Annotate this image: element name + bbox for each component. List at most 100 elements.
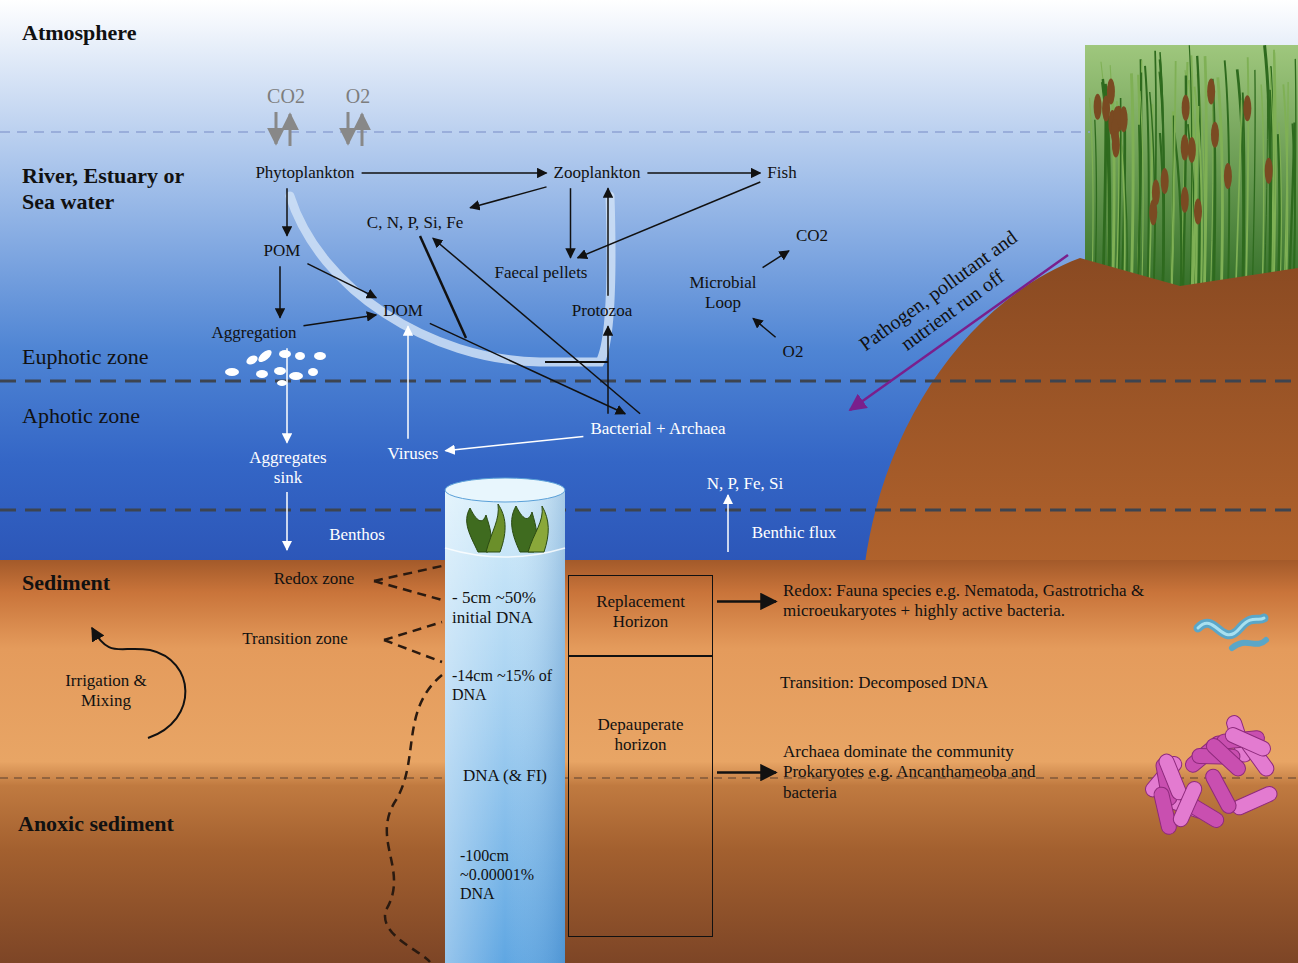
flow-arrow [578,182,761,258]
aggregate-particles [245,354,259,367]
cattail-head [1181,134,1189,160]
cattail-head [1152,180,1160,206]
horizon-box: Depauperate horizon [568,656,713,937]
worm [1198,618,1264,635]
reed-stroke [1154,51,1157,305]
flow-arrow [279,266,281,318]
zone-leader-lines [385,675,442,962]
seaweed [467,508,491,552]
cattail-head [1224,163,1232,189]
flow-arrow [304,315,377,326]
reed-stroke [1195,87,1202,305]
reed-stroke [1160,133,1164,305]
gas-exchange-arrows [347,112,350,144]
flow-arrow [753,318,776,337]
core-depth-label: -100cm ~0.00001% DNA [460,846,556,904]
cattail-head [1182,95,1190,121]
flow-arrow [470,187,546,208]
annotation-label: Benthos [329,525,385,545]
flow-arrow [430,323,625,413]
node-text: Aggregation [212,323,297,343]
node-text: Archaea dominate the community Prokaryot… [783,742,1077,803]
zone-divider [0,777,1298,778]
node-text: Phytoplankton [255,163,354,183]
zone-label: Redox zone [274,569,355,589]
zone-divider [0,380,1298,383]
bacteria-cluster [1142,714,1279,836]
zone-leader-lines [374,581,442,600]
aggregate-particles [256,348,273,364]
water-ground [0,0,1298,563]
nutrient-label: N, P, Fe, Si [704,473,787,495]
reed-stroke [1218,77,1223,305]
reed-stroke [1137,60,1142,305]
description-text: Redox: Fauna species e.g. Nematoda, Gast… [780,580,1185,623]
runoff-label: Pathogen, pollutant and nutrient run off [830,207,1060,393]
bacterium [1223,725,1273,758]
gas-label: CO2 [793,225,831,247]
aggregate-particles [308,368,318,376]
node-text: DOM [383,301,423,321]
node-text: Bacterial + Archaea [590,419,725,439]
reed-stroke [1210,89,1213,305]
reed-stroke [1261,85,1264,305]
organism-label: Protozoa [569,300,635,322]
flow-arrow [570,188,572,258]
node-text: C, N, P, Si, Fe [367,213,463,233]
flow-arrow [647,172,760,174]
worm [1198,618,1264,635]
core-depth-label: - 5cm ~50% initial DNA [452,588,562,629]
seaweed [486,504,505,552]
sediment-ground [0,560,1298,963]
gas-exchange-arrows [289,114,292,146]
nutrient-cycle-curve [290,196,611,362]
gas-label: O2 [780,341,807,363]
organism-label: Fish [764,162,799,184]
nutrient-cycle-curve [420,236,466,338]
cattail-head [1265,158,1273,184]
nutrient-cycle-curve [290,196,611,362]
reed-stroke [1237,69,1243,305]
sediment-core [445,478,565,502]
node-text: O2 [783,342,804,362]
reed-stroke [1131,73,1133,305]
node-text: Depauperate horizon [572,715,709,756]
horizon-box: Replacement Horizon [568,575,713,656]
node-text: POM [264,241,301,261]
reed-stroke [1252,70,1255,305]
aggregate-particles [225,348,326,386]
flow-arrow [433,238,640,414]
zone-divider [0,131,1090,133]
cattail-head [1181,187,1189,213]
node-text: Viruses [388,444,439,464]
node-text: Aggregates sink [241,448,335,489]
process-label: Microbial Loop [675,272,771,315]
reed-stroke [1189,45,1191,305]
node-text: Replacement Horizon [572,592,709,633]
annotation-label: Benthic flux [752,523,837,543]
organism-label: Viruses [385,443,442,465]
zone-divider [0,132,1298,778]
reed-stroke [1293,59,1296,305]
cattail-head [1194,198,1202,224]
nutrient-cycle-curve [545,361,608,363]
node-text: Fish [767,163,796,183]
reed-bed [1085,45,1298,305]
node-text: Protozoa [572,301,632,321]
process-label: Aggregates sink [238,447,338,490]
cattail-head [1107,79,1115,105]
flow-arrow [307,264,376,298]
cattail-head [1161,168,1169,194]
zone-label: Aphotic zone [22,403,140,429]
node-text: N, P, Fe, Si [707,474,784,494]
gas-exchange-arrows [361,114,364,146]
gas-label: CO2 [267,84,305,108]
zone-label: Sediment [22,570,110,596]
organism-label: Bacterial + Archaea [587,418,728,440]
matter-label: DOM [380,300,426,322]
organism-label: Phytoplankton [252,162,357,184]
flow-arrow [763,251,789,268]
aggregate-particles [277,380,287,386]
gas-label: O2 [346,84,370,108]
